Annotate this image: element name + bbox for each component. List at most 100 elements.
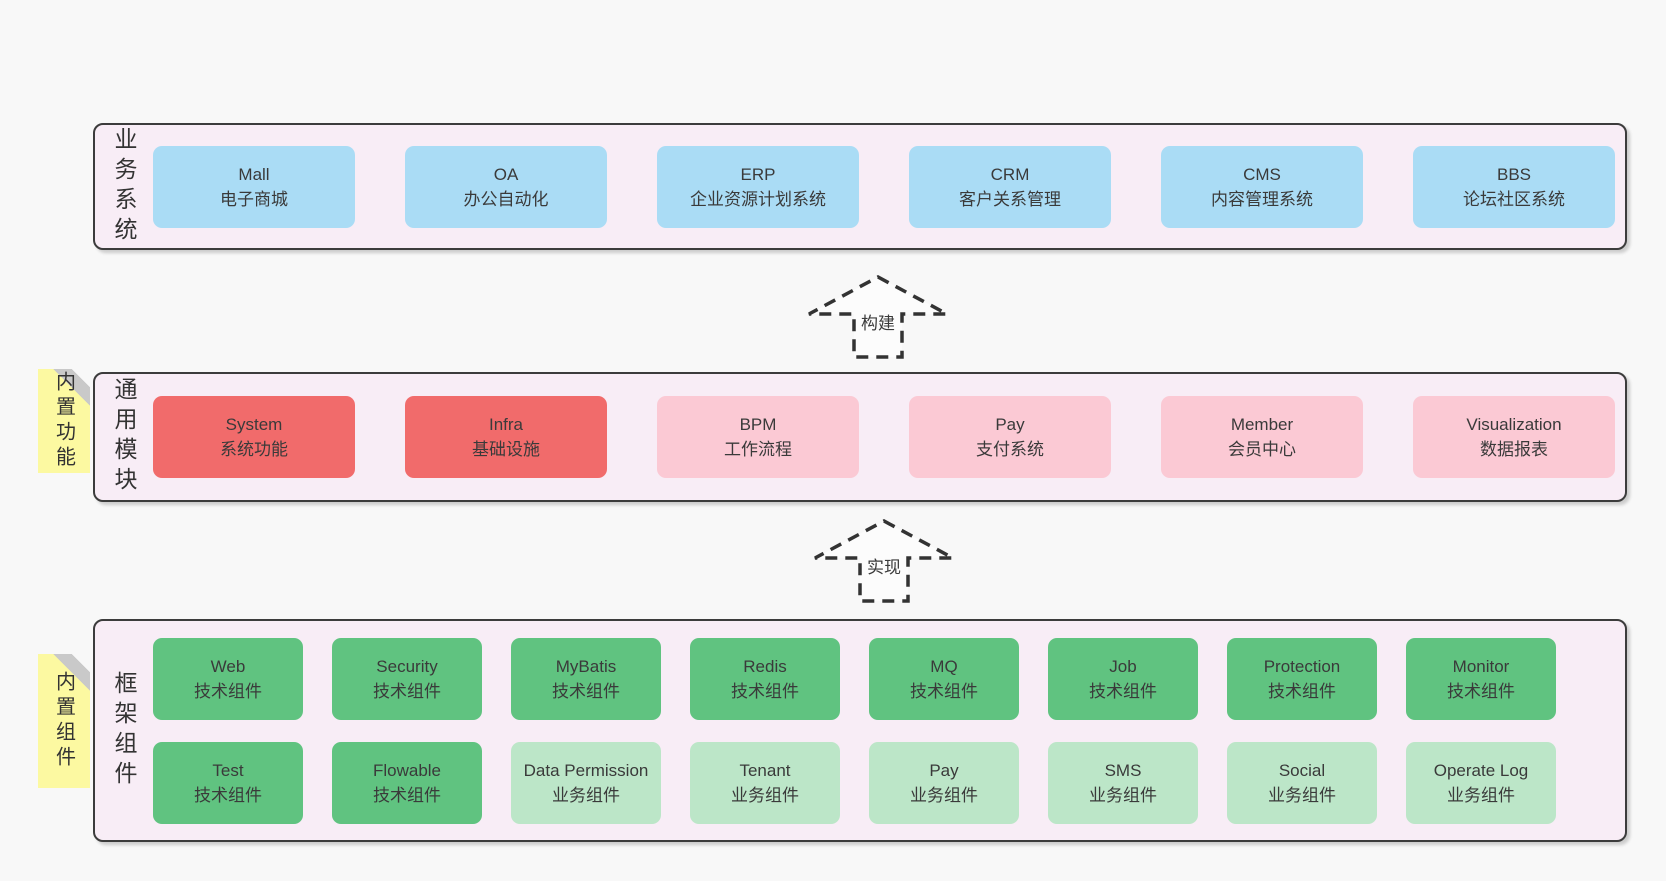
module-box-crm: CRM 客户关系管理 [909,145,1111,228]
module-desc: 办公自动化 [463,189,549,209]
module-name: Social [1278,760,1326,780]
module-box-web: Web 技术组件 [153,637,303,720]
module-desc: 会员中心 [1228,440,1296,459]
module-box-flowable: Flowable 技术组件 [332,741,482,824]
module-desc: 技术组件 [373,785,441,805]
module-name: Protection [1263,656,1341,676]
module-name: Flowable [372,760,442,780]
module-desc: 业务组件 [1089,785,1157,805]
layer-label-business-systems: 业务系统 [111,126,137,247]
module-desc: 技术组件 [1447,681,1515,701]
module-box-oa: OA 办公自动化 [405,145,607,228]
implement-arrow: 实现 [814,519,954,603]
module-box-security: Security 技术组件 [332,637,482,720]
module-box-test: Test 技术组件 [153,741,303,824]
build-arrow: 构建 [808,275,948,359]
module-box-bpm: BPM 工作流程 [657,396,859,478]
module-box-system: System 系统功能 [153,396,355,478]
module-box-mq: MQ 技术组件 [869,637,1019,720]
module-name: Visualization [1466,415,1562,434]
module-name: Pay [929,760,959,780]
module-box-mybatis: MyBatis 技术组件 [511,637,661,720]
module-desc: 技术组件 [373,681,441,701]
module-desc: 基础设施 [472,440,540,459]
sticky-note-builtin-features: 内置功能 [38,369,90,473]
module-desc: 技术组件 [1089,681,1157,701]
module-box-cms: CMS 内容管理系统 [1161,145,1363,228]
module-name: Job [1109,656,1137,676]
build-arrow-label: 构建 [861,314,895,333]
module-name: ERP [740,164,776,184]
sticky-note-label: 内置组件 [52,671,75,771]
module-name: Mall [238,164,270,184]
module-box-operate-log: Operate Log 业务组件 [1406,741,1556,824]
module-desc: 内容管理系统 [1211,189,1313,209]
module-name: CMS [1243,164,1281,184]
module-desc: 系统功能 [220,440,288,459]
module-desc: 技术组件 [194,785,262,805]
module-name: CRM [990,164,1030,184]
module-desc: 企业资源计划系统 [690,189,826,209]
module-desc: 工作流程 [724,440,792,459]
module-name: Security [376,656,438,676]
module-desc: 业务组件 [1268,785,1336,805]
module-box-social: Social 业务组件 [1227,741,1377,824]
module-name: Operate Log [1433,760,1529,780]
layer-label-common-modules: 通用模块 [111,377,137,497]
module-name: MyBatis [555,656,617,676]
module-name: Test [212,760,244,780]
dashed-up-arrow-shape [814,519,954,603]
module-name: Web [210,656,246,676]
module-box-tenant: Tenant 业务组件 [690,741,840,824]
module-name: BBS [1496,164,1532,184]
module-desc: 技术组件 [1268,681,1336,701]
dashed-up-arrow-shape [808,275,948,359]
module-name: OA [493,164,519,184]
module-name: SMS [1104,760,1142,780]
module-box-monitor: Monitor 技术组件 [1406,637,1556,720]
module-desc: 技术组件 [731,681,799,701]
module-name: Monitor [1452,656,1510,676]
module-desc: 业务组件 [552,785,620,805]
module-box-erp: ERP 企业资源计划系统 [657,145,859,228]
module-box-job: Job 技术组件 [1048,637,1198,720]
module-name: Tenant [739,760,791,780]
module-box-redis: Redis 技术组件 [690,637,840,720]
module-desc: 业务组件 [731,785,799,805]
module-desc: 支付系统 [976,440,1044,459]
module-desc: 业务组件 [910,785,978,805]
module-desc: 客户关系管理 [959,189,1061,209]
module-desc: 技术组件 [552,681,620,701]
layer-label-framework-components: 框架组件 [111,670,137,791]
module-name: BPM [739,415,777,434]
implement-arrow-label: 实现 [867,558,901,577]
module-desc: 技术组件 [910,681,978,701]
module-name: System [225,415,283,434]
sticky-note-builtin-components: 内置组件 [38,654,90,788]
module-name: Data Permission [523,760,649,780]
module-name: MQ [930,656,958,676]
module-desc: 业务组件 [1447,785,1515,805]
module-name: Redis [743,656,787,676]
sticky-note-label: 内置功能 [52,371,75,471]
module-desc: 技术组件 [194,681,262,701]
module-box-member: Member 会员中心 [1161,396,1363,478]
module-box-sms: SMS 业务组件 [1048,741,1198,824]
module-name: Member [1230,415,1294,434]
